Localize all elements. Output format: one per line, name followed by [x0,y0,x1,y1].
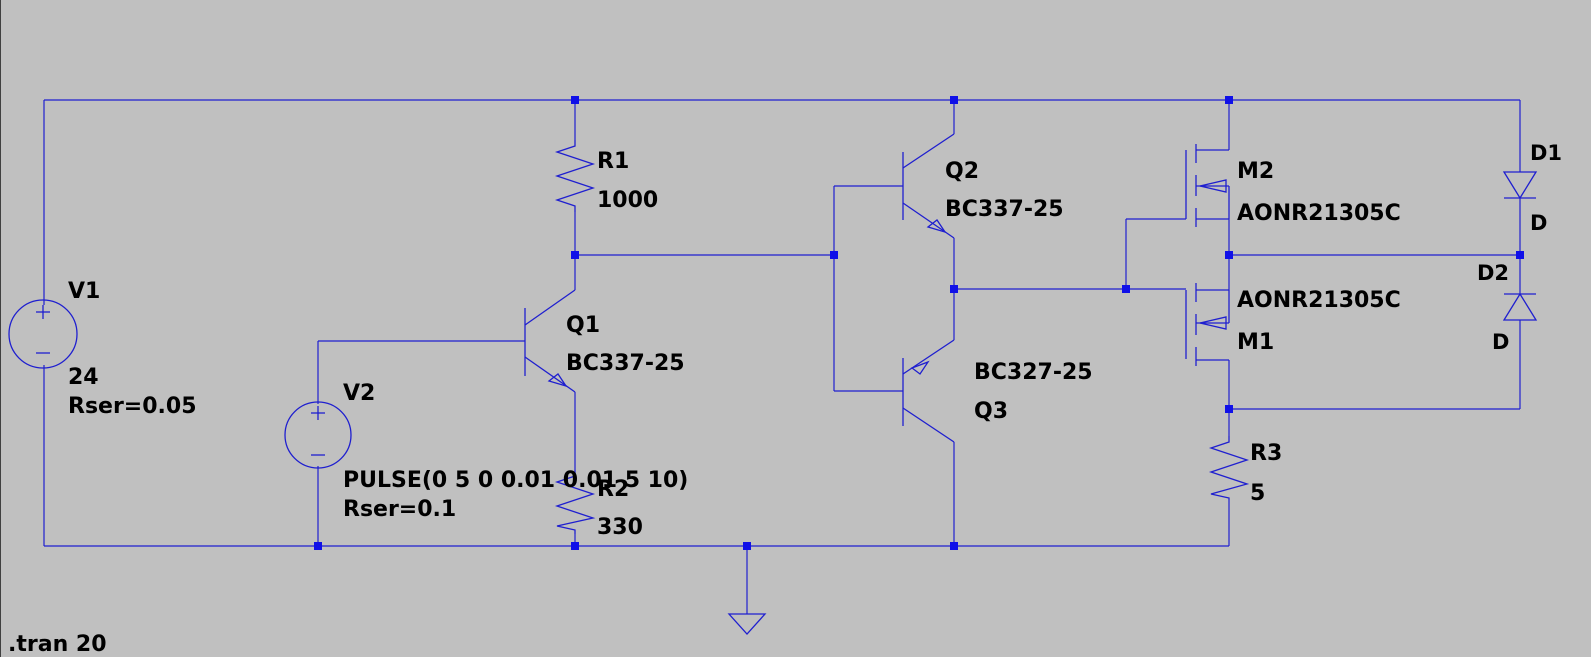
r1-name-label: R1 [597,149,629,174]
m1-mosfet-symbol[interactable] [1185,283,1230,366]
v1-param-label: Rser=0.05 [68,394,197,419]
d1-diode-symbol[interactable] [1502,171,1538,200]
d2-name-label: D2 [1477,261,1509,285]
r3-name-label: R3 [1250,441,1282,466]
d1-name-label: D1 [1530,141,1562,165]
d1-model-label: D [1530,211,1547,235]
q3-pnp-symbol[interactable] [902,339,955,443]
q3-name-label: Q3 [974,399,1008,424]
m2-name-label: M2 [1237,159,1274,184]
r1-value-label: 1000 [597,188,658,213]
junctions [314,96,1524,550]
v1-value-label: 24 [68,365,99,390]
q1-model-label: BC337-25 [566,351,685,376]
q1-npn-symbol[interactable] [524,289,576,393]
wires [43,99,1521,614]
q1-name-label: Q1 [566,313,600,338]
r2-resistor-symbol[interactable] [554,470,596,534]
m2-mosfet-symbol[interactable] [1185,144,1230,227]
q2-model-label: BC337-25 [945,197,1064,222]
q3-model-label: BC327-25 [974,360,1093,385]
m2-model-label: AONR21305C [1237,201,1401,226]
q2-npn-symbol[interactable] [902,133,955,239]
r3-resistor-symbol[interactable] [1208,436,1250,500]
v1-source-symbol[interactable] [8,299,78,369]
m1-model-label: AONR21305C [1237,288,1401,313]
r3-value-label: 5 [1250,481,1265,506]
ground-icon[interactable] [727,613,767,635]
m1-name-label: M1 [1237,330,1274,355]
q2-name-label: Q2 [945,159,979,184]
v2-source-symbol[interactable] [284,401,352,469]
r1-resistor-symbol[interactable] [554,140,596,212]
v2-value-label: PULSE(0 5 0 0.01 0.01 5 10) [343,468,688,493]
r2-name-label: R2 [597,477,629,502]
tran-directive[interactable]: .tran 20 [8,632,107,657]
d2-model-label: D [1492,330,1509,354]
d2-diode-symbol[interactable] [1502,292,1538,321]
v1-name-label: V1 [68,279,100,304]
r2-value-label: 330 [597,515,643,540]
v2-param-label: Rser=0.1 [343,497,456,522]
v2-name-label: V2 [343,381,375,406]
